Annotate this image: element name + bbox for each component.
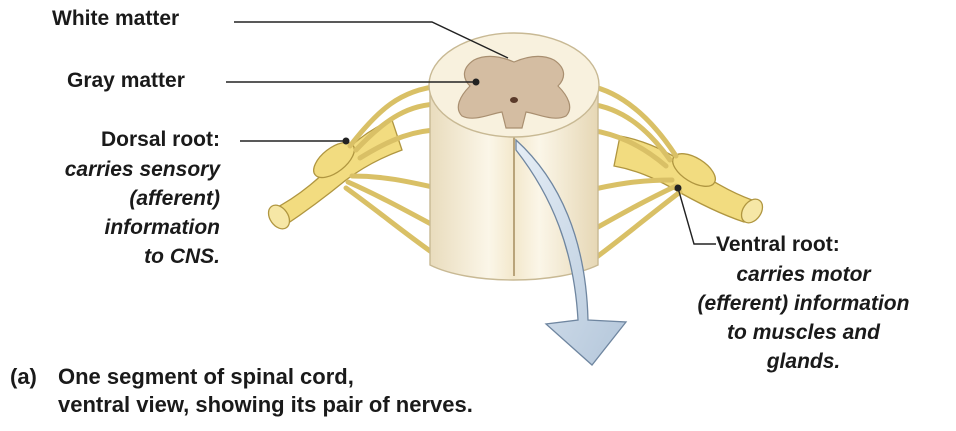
caption-line: ventral view, showing its pair of nerves…: [58, 392, 473, 418]
ventral-desc-line: carries motor: [666, 260, 941, 289]
ventral-desc-line: glands.: [666, 347, 941, 376]
dorsal-desc-line: to CNS.: [65, 242, 220, 271]
dorsal-root-description: carries sensory (afferent) information t…: [65, 155, 220, 271]
white-matter-label: White matter: [52, 6, 179, 32]
dorsal-root-title: Dorsal root:: [101, 127, 220, 153]
caption-line: One segment of spinal cord,: [58, 364, 354, 390]
left-spinal-nerve: [264, 86, 446, 258]
dorsal-root-dot: [343, 138, 350, 145]
caption-letter: (a): [10, 364, 37, 390]
dorsal-desc-line: information: [65, 213, 220, 242]
dorsal-desc-line: carries sensory: [65, 155, 220, 184]
gray-matter-label: Gray matter: [67, 68, 185, 94]
ventral-root-description: carries motor (efferent) information to …: [666, 260, 941, 376]
gray-matter: [458, 56, 569, 128]
ventral-desc-line: to muscles and: [666, 318, 941, 347]
gray-matter-dot: [473, 79, 480, 86]
ventral-desc-line: (efferent) information: [666, 289, 941, 318]
ventral-root-title: Ventral root:: [716, 232, 840, 258]
dorsal-desc-line: (afferent): [65, 184, 220, 213]
central-canal: [510, 97, 518, 103]
ventral-root-dot: [675, 185, 682, 192]
